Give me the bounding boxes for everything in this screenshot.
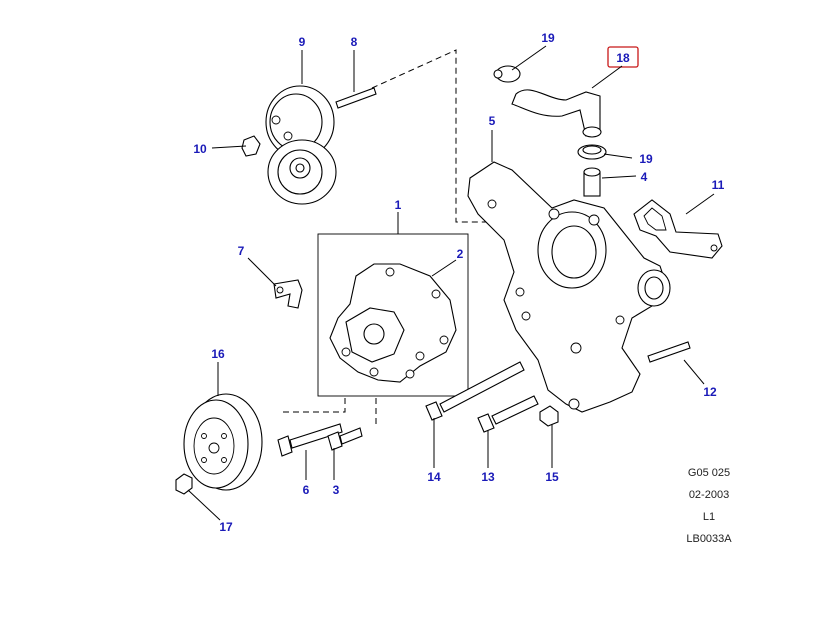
- assembly-line-pulley: [282, 398, 346, 413]
- bolt-14[interactable]: [425, 361, 525, 421]
- callout-19-upper[interactable]: 19: [541, 31, 555, 45]
- connector-pipe-4[interactable]: [583, 167, 601, 197]
- hose-clip-lower[interactable]: [577, 144, 607, 160]
- dowel-12[interactable]: [647, 341, 691, 363]
- bolt-17[interactable]: [175, 473, 193, 495]
- callout-12[interactable]: 12: [703, 385, 717, 399]
- callout-8[interactable]: 8: [351, 35, 358, 49]
- bolt-13[interactable]: [477, 395, 539, 433]
- bolt-6[interactable]: [277, 423, 343, 457]
- drawing-number: LB0033A: [686, 533, 732, 545]
- callout-9[interactable]: 9: [299, 35, 306, 49]
- callout-3[interactable]: 3: [333, 483, 340, 497]
- revision-date: 02-2003: [688, 489, 730, 501]
- bolt-8[interactable]: [335, 87, 377, 109]
- callout-14[interactable]: 14: [427, 470, 441, 484]
- water-pump-housing-5[interactable]: [467, 161, 671, 413]
- callout-5[interactable]: 5: [489, 114, 496, 128]
- callout-4[interactable]: 4: [641, 170, 648, 184]
- level-code: L1: [702, 511, 716, 523]
- callout-6[interactable]: 6: [303, 483, 310, 497]
- callout-2[interactable]: 2: [457, 247, 464, 261]
- highlight-box-18: [607, 46, 639, 68]
- drawing-reference-block: G05 025 02-2003 L1 LB0033A: [666, 462, 752, 550]
- idler-pulley-assembly[interactable]: [265, 85, 337, 205]
- callout-10[interactable]: 10: [193, 142, 207, 156]
- water-pump-2[interactable]: [329, 263, 457, 383]
- gasket-11[interactable]: [633, 199, 723, 259]
- leader-lines: [187, 45, 715, 521]
- callout-1[interactable]: 1: [395, 198, 402, 212]
- hose-clip-upper[interactable]: [493, 65, 521, 83]
- assembly-line-idler: [371, 49, 492, 223]
- bolt-3[interactable]: [327, 427, 363, 451]
- callout-19-lower[interactable]: 19: [639, 152, 653, 166]
- callout-7[interactable]: 7: [238, 244, 245, 258]
- callout-17[interactable]: 17: [219, 520, 233, 534]
- callout-13[interactable]: 13: [481, 470, 495, 484]
- callout-15[interactable]: 15: [545, 470, 559, 484]
- figure-code: G05 025: [687, 467, 731, 479]
- callout-11[interactable]: 11: [712, 178, 725, 192]
- callout-18[interactable]: 18: [616, 51, 630, 65]
- coolant-hose-18[interactable]: [511, 89, 602, 138]
- bracket-7[interactable]: [273, 279, 303, 309]
- nut-10[interactable]: [241, 135, 261, 157]
- callout-16[interactable]: 16: [211, 347, 225, 361]
- nut-15[interactable]: [539, 405, 559, 427]
- pulley-16[interactable]: [183, 393, 263, 491]
